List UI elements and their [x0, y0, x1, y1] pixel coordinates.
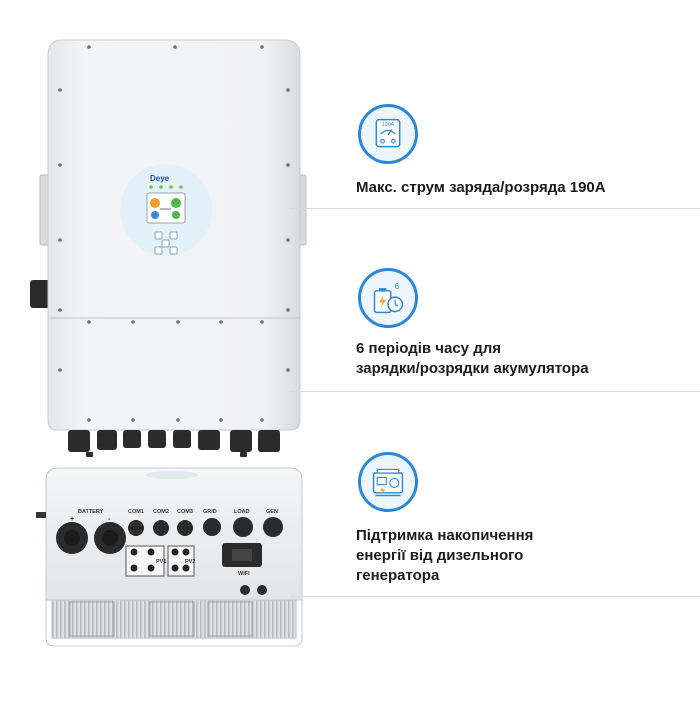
- inverter-product-image: Deye: [0, 0, 340, 700]
- feature-generator-support: Підтримка накопичення енергії від дизель…: [290, 450, 700, 600]
- feature-text: Підтримка накопичення енергії від дизель…: [356, 526, 696, 586]
- feature-line: Макс. струм заряда/розряда 190А: [356, 179, 606, 196]
- feature-time-periods: 6 6 періодів часу для зарядки/розрядки а…: [290, 264, 700, 394]
- label-pv2: PV2: [185, 559, 195, 565]
- feature-line: генератора: [356, 567, 440, 584]
- brand-logo: Deye: [150, 174, 170, 183]
- label-pv1: PV1: [156, 559, 166, 565]
- label-com3: COM3: [177, 509, 193, 515]
- inverter-illustration: Deye: [30, 39, 307, 647]
- feature-text: 6 періодів часу для зарядки/розрядки аку…: [356, 339, 696, 379]
- feature-line: Підтримка накопичення: [356, 527, 534, 544]
- divider: [290, 391, 700, 392]
- label-plus: +: [70, 516, 74, 523]
- battery-clock-icon: 6: [358, 268, 418, 328]
- feature-charge-current: 190A Макс. струм заряда/розряда 190А: [290, 100, 700, 215]
- label-minus: -: [108, 516, 111, 523]
- feature-line: 6 періодів часу для: [356, 340, 501, 357]
- label-wifi: WIFI: [238, 571, 250, 577]
- icon-label-6: 6: [395, 282, 400, 291]
- cable-glands: [68, 430, 280, 457]
- label-grid: GRID: [203, 509, 217, 515]
- generator-icon: [358, 452, 418, 512]
- feature-line: зарядки/розрядки акумулятора: [356, 360, 589, 377]
- label-load: LOAD: [234, 509, 250, 515]
- display-panel: [120, 164, 212, 256]
- icon-label-190a: 190A: [382, 122, 395, 128]
- dc-switch: [30, 280, 50, 308]
- label-gen: GEN: [266, 509, 278, 515]
- divider: [290, 596, 700, 597]
- divider: [290, 208, 700, 209]
- label-com1: COM1: [128, 509, 144, 515]
- feature-line: енергії від дизельного: [356, 547, 524, 564]
- label-battery: BATTERY: [78, 509, 104, 515]
- current-meter-icon: 190A: [358, 104, 418, 164]
- label-com2: COM2: [153, 509, 169, 515]
- feature-text: Макс. струм заряда/розряда 190А: [356, 178, 696, 198]
